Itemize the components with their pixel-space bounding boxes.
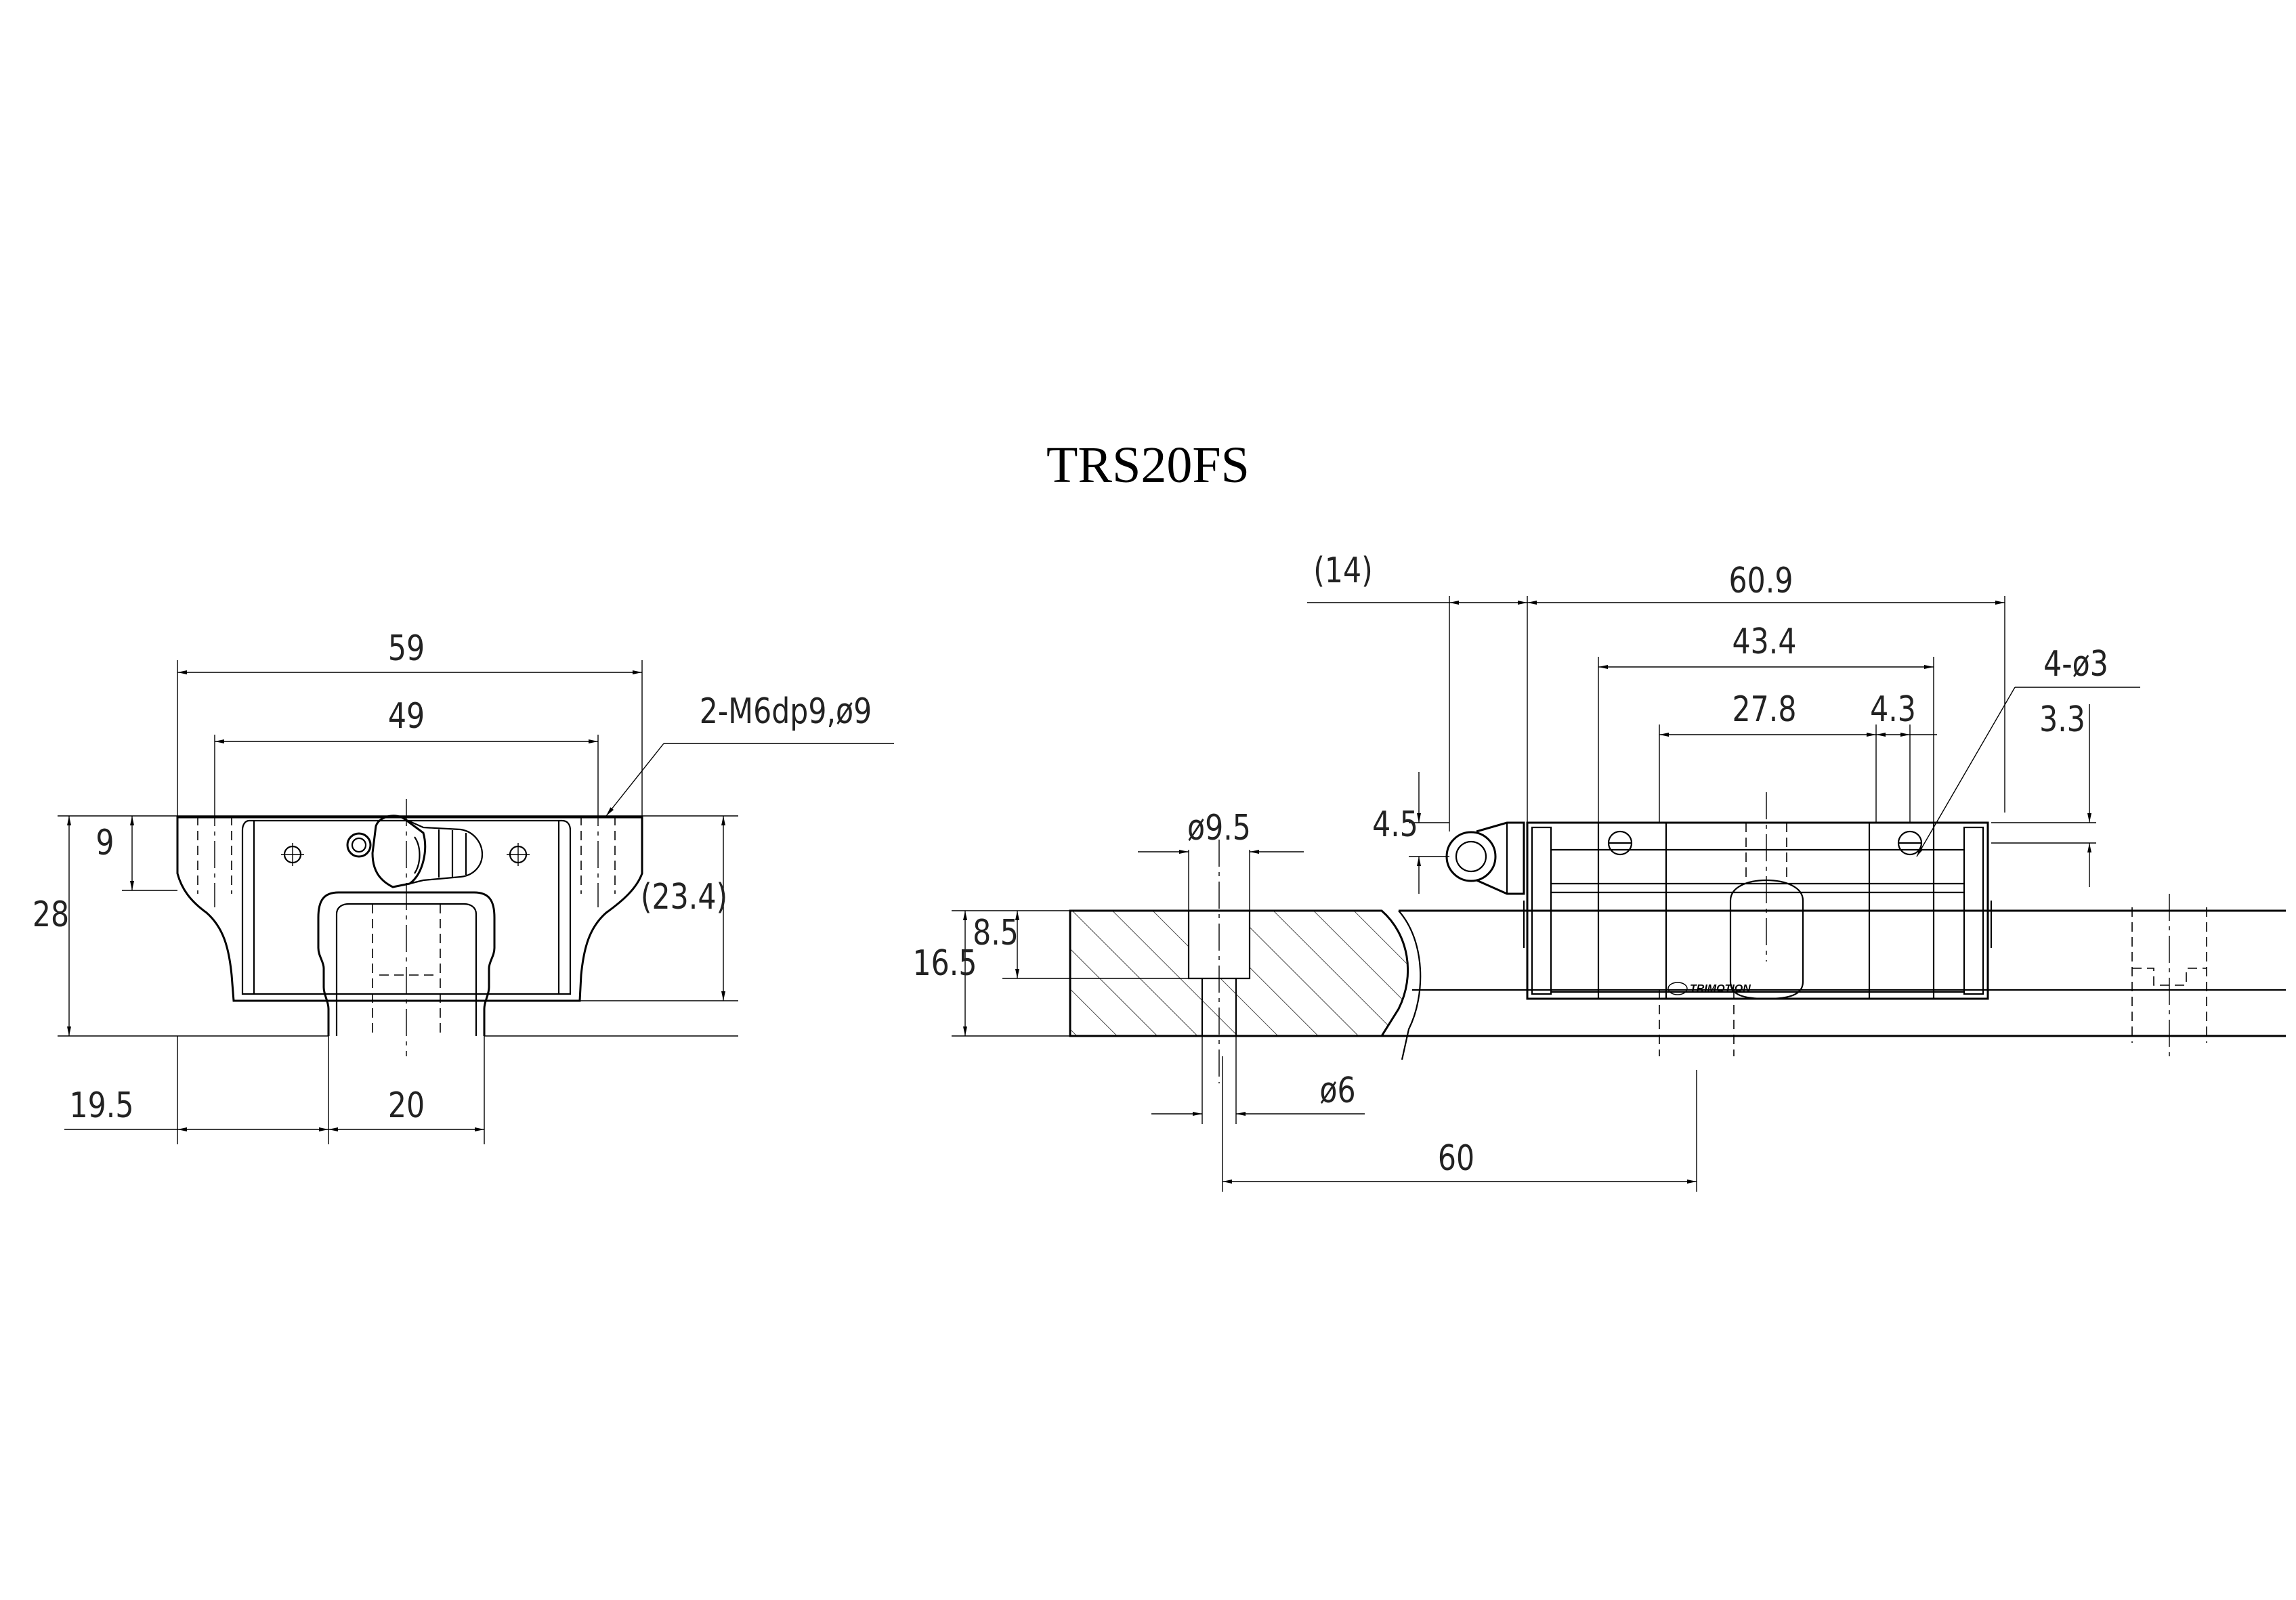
oil-port: [346, 832, 372, 858]
end-seal-right: [1963, 826, 1984, 995]
dim-bolt-diameter: ø6: [1319, 1071, 1355, 1111]
dim-block-height: (23.4): [641, 877, 727, 917]
break-line: [1398, 910, 1422, 1060]
label-pocket: [1729, 879, 1804, 1000]
base-plate-section: [1069, 909, 1409, 1037]
dim-hole-height: 3.3: [2039, 699, 2085, 740]
end-seal-left: [1531, 826, 1552, 995]
dim-overall-width: 59: [388, 628, 425, 669]
dim-nipple-height: 4.5: [1372, 804, 1418, 845]
dim-grease-nipple: (14): [1313, 550, 1373, 591]
dim-tap-note: 2-M6dp9,ø9: [700, 691, 872, 732]
dim-cb-depth: 8.5: [973, 913, 1019, 953]
dim-holes-note: 4-ø3: [2043, 644, 2108, 685]
hidden-line: [2132, 968, 2207, 986]
dim-cb-diameter: ø9.5: [1187, 808, 1251, 848]
grease-nipple-side: [1445, 821, 1525, 895]
brand-logo: TRIMOTION: [1667, 982, 1751, 995]
dim-body-length: 43.4: [1732, 622, 1797, 662]
carriage-outline: [176, 816, 643, 1002]
front-view: 59 49 2-M6dp9,ø9 9 28 (23.4) 19.5 20: [33, 628, 894, 1144]
dim-total-height: 28: [33, 894, 69, 935]
side-view: TRIMOTION (14) 60.9 43.4 27.8 4.3 4-ø3: [913, 550, 2286, 1192]
side-screw-left: [1607, 830, 1633, 856]
grease-nipple: [371, 815, 484, 888]
dim-hole-spacing: 27.8: [1732, 689, 1797, 730]
tap-leader: [605, 743, 664, 817]
dim-rail-height: 16.5: [913, 943, 977, 984]
side-screw-right: [1897, 830, 1923, 856]
section-hatching: [1070, 911, 1408, 1036]
face-screw-left: [281, 843, 304, 866]
dim-seal-offset: 4.3: [1870, 689, 1916, 730]
holes-leader: [1916, 687, 2016, 857]
dim-block-length: 60.9: [1729, 561, 1793, 601]
dim-rail-width: 20: [388, 1085, 425, 1126]
dim-tap-depth: 9: [95, 823, 114, 863]
dim-hole-pitch: 49: [388, 696, 425, 737]
brand-text: TRIMOTION: [1690, 983, 1751, 995]
dim-rail-offset: 19.5: [70, 1085, 134, 1126]
carriage-inner-outline: [241, 819, 572, 995]
drawing-title: TRS20FS: [1046, 437, 1250, 494]
face-screw-right: [507, 843, 530, 866]
dim-rail-pitch: 60: [1438, 1138, 1474, 1179]
